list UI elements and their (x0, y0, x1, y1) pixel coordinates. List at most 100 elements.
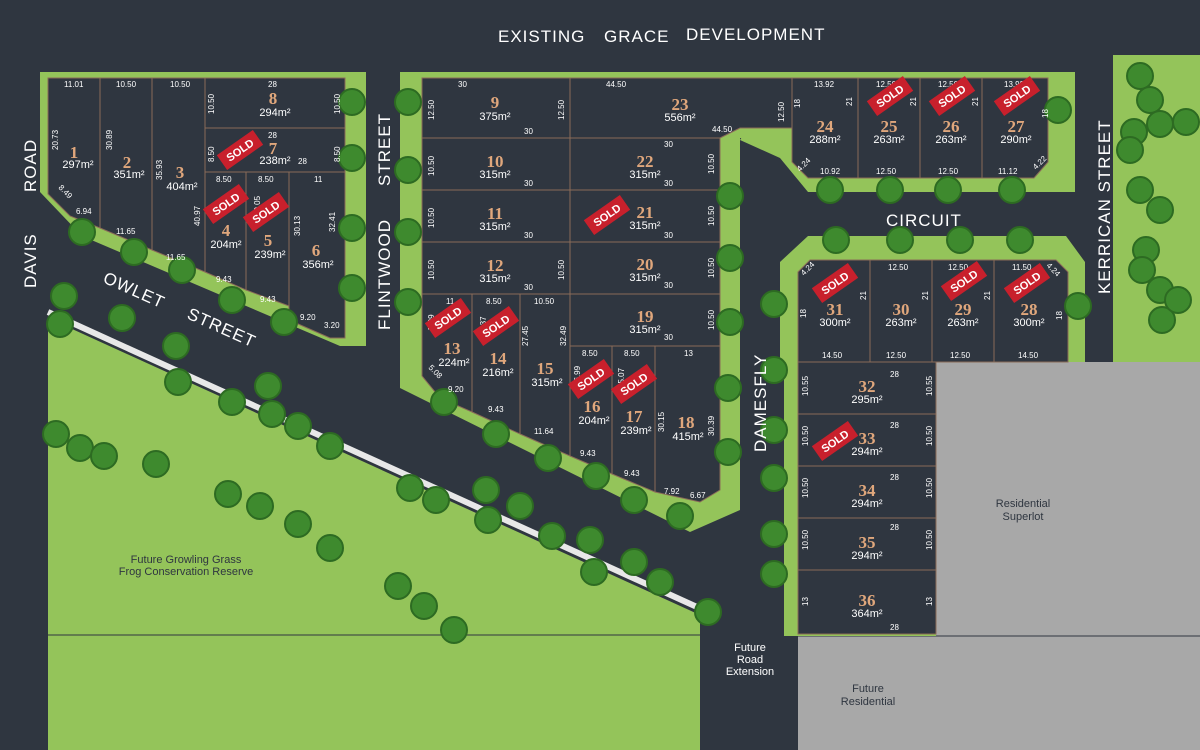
road-label-damesfly: DAMESFLY (751, 354, 770, 452)
lot-number: 18 (678, 413, 695, 432)
dimension-label: 11.01 (64, 80, 84, 89)
road-label-road: ROAD (21, 139, 40, 192)
dimension-label: 9.43 (488, 405, 504, 414)
lot-area: 364m² (851, 608, 883, 620)
dimension-label: 8.50 (333, 146, 342, 162)
road-label-flintwood-street: STREET (375, 113, 394, 186)
tree-icon (620, 486, 648, 514)
dimension-label: 30 (664, 231, 673, 240)
road-extension-label-3: Extension (726, 666, 774, 678)
tree-icon (822, 226, 850, 254)
lot-number: 36 (859, 591, 876, 610)
dimension-label: 8.50 (258, 175, 274, 184)
lot-area: 294m² (851, 550, 883, 562)
tree-icon (1146, 110, 1174, 138)
lot-number: 16 (584, 397, 601, 416)
tree-icon (716, 244, 744, 272)
lot-area: 238m² (259, 155, 291, 167)
sold-badge-background (811, 263, 859, 303)
tree-icon (254, 372, 282, 400)
dimension-label: 28 (890, 523, 899, 532)
dimension-label: 30 (664, 281, 673, 290)
tree-icon (120, 238, 148, 266)
tree-icon (394, 156, 422, 184)
future-residential-area (798, 636, 936, 750)
lot-number: 6 (312, 241, 321, 260)
tree-icon (472, 476, 500, 504)
dimension-label: 10.50 (707, 153, 716, 174)
tree-icon (886, 226, 914, 254)
reserve-label-1: Future Growling Grass (131, 554, 242, 566)
tree-icon (1044, 96, 1072, 124)
sold-badge-background (866, 76, 914, 116)
dimension-label: 13 (801, 597, 810, 606)
sold-badge-background (940, 261, 988, 301)
lot-number: 29 (955, 300, 972, 319)
sold-badge: SOLD (811, 421, 859, 461)
tree-icon (760, 356, 788, 384)
dimension-label: 21 (859, 291, 868, 300)
dimension-label: 9.43 (260, 295, 276, 304)
tree-icon (506, 492, 534, 520)
lot-area: 204m² (210, 239, 242, 251)
lot-number: 22 (637, 152, 654, 171)
dimension-label: 28 (890, 623, 899, 632)
lot-area: 288m² (809, 134, 841, 146)
lot-area: 290m² (1000, 134, 1032, 146)
dimension-label: 32.49 (559, 325, 568, 346)
road-label-flintwood: FLINTWOOD (375, 219, 394, 330)
dimension-label: 44.50 (712, 125, 733, 134)
tree-icon (284, 510, 312, 538)
lot-number: 2 (123, 153, 132, 172)
dimension-label: 12.50 (557, 99, 566, 120)
block-a-lots (47, 77, 346, 339)
lot-number: 21 (637, 203, 654, 222)
road-extension-label-1: Future (734, 642, 766, 654)
dimension-label: 30 (458, 80, 467, 89)
tree-icon (1148, 306, 1176, 334)
lot-number: 10 (487, 152, 504, 171)
dimension-label: 40.97 (193, 205, 202, 226)
road-label-circuit: CIRCUIT (886, 211, 962, 230)
lot-number: 12 (487, 256, 504, 275)
lot-number: 26 (943, 117, 960, 136)
tree-icon (90, 442, 118, 470)
dimension-label: 10.50 (707, 257, 716, 278)
dimension-label: 12.50 (427, 99, 436, 120)
tree-icon (714, 374, 742, 402)
lot-number: 4 (222, 221, 231, 240)
tree-icon (1064, 292, 1092, 320)
sold-badge-background (216, 130, 264, 170)
tree-icon (760, 520, 788, 548)
tree-icon (42, 420, 70, 448)
lot-area: 315m² (629, 324, 661, 336)
lot-labels: 1 297m² 2 351m² 3 404m² 4 204m² 5 239m² … (62, 89, 1045, 620)
sold-badge-background (242, 192, 290, 232)
lot-18 (654, 345, 721, 503)
tree-icon (482, 420, 510, 448)
sold-badge-background (928, 76, 976, 116)
tree-icon (162, 332, 190, 360)
lot-number: 25 (881, 117, 898, 136)
tree-icon (68, 218, 96, 246)
dimension-label: 9.43 (624, 469, 640, 478)
dimension-label: 28 (890, 421, 899, 430)
dimension-label: 11.50 (1012, 263, 1032, 272)
dimension-label: 10.50 (170, 80, 191, 89)
conservation-reserve (48, 318, 700, 750)
dimension-label: 12.50 (938, 80, 959, 89)
lot-number: 3 (176, 163, 185, 182)
lot-area: 315m² (479, 169, 511, 181)
lot-11 (421, 189, 571, 243)
dimension-label: 21 (983, 291, 992, 300)
dimension-label: 10.50 (427, 207, 436, 228)
tree-icon (1128, 256, 1156, 284)
dimension-label: 28 (298, 157, 307, 166)
dimension-label: 10.50 (534, 297, 555, 306)
lot-area: 294m² (259, 107, 291, 119)
lot-22 (569, 137, 721, 191)
lot-30 (869, 259, 933, 363)
tree-icon (1006, 226, 1034, 254)
lot-area: 294m² (851, 446, 883, 458)
lot-area: 263m² (947, 317, 979, 329)
